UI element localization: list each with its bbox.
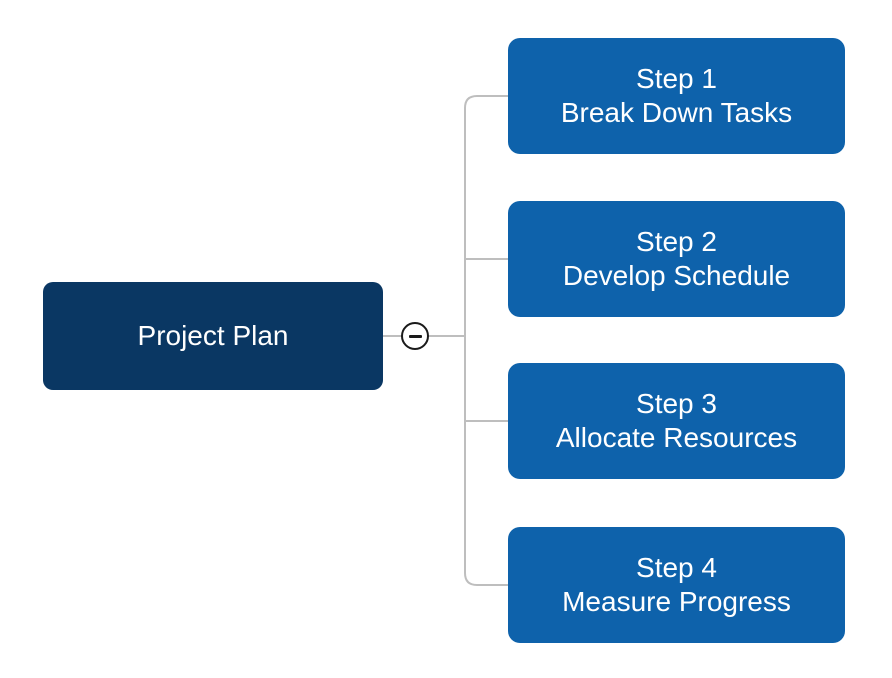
- step-node-1[interactable]: Step 1 Break Down Tasks: [508, 38, 845, 154]
- step-node-2[interactable]: Step 2 Develop Schedule: [508, 201, 845, 317]
- collapse-button[interactable]: [401, 322, 429, 350]
- step-subtitle: Break Down Tasks: [560, 97, 793, 128]
- step-subtitle: Develop Schedule: [562, 260, 791, 291]
- step-title: Step 4: [636, 552, 717, 583]
- root-node-project-plan[interactable]: Project Plan: [43, 282, 383, 390]
- step-title: Step 3: [636, 388, 717, 419]
- connector-spine: [464, 95, 508, 586]
- step-node-4[interactable]: Step 4 Measure Progress: [508, 527, 845, 643]
- root-node-label: Project Plan: [137, 320, 289, 351]
- step-title: Step 1: [636, 63, 717, 94]
- step-subtitle: Allocate Resources: [555, 422, 798, 453]
- step-node-3[interactable]: Step 3 Allocate Resources: [508, 363, 845, 479]
- step-title: Step 2: [636, 226, 717, 257]
- step-subtitle: Measure Progress: [562, 586, 791, 617]
- minus-icon: [408, 334, 422, 338]
